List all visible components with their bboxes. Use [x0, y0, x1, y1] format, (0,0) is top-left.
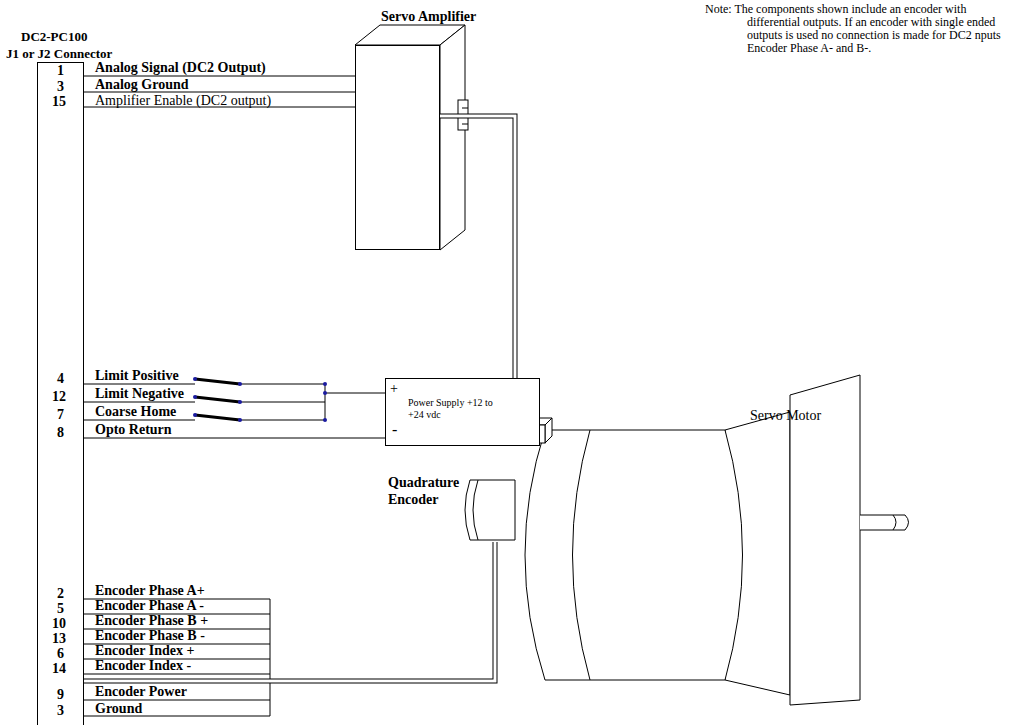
note-text: Note: The components shown include an en…	[705, 3, 1010, 55]
limit-switches	[84, 377, 385, 422]
signal-name: Limit Negative	[95, 386, 184, 401]
signal-name: Analog Ground	[95, 77, 189, 92]
pin-number: 10	[52, 616, 66, 631]
pin-number: 3	[57, 79, 64, 94]
connector-pin	[462, 124, 468, 125]
pin-number: 8	[57, 425, 64, 440]
pin-number: 4	[57, 371, 64, 386]
signal-name: Opto Return	[95, 422, 172, 437]
cable	[84, 542, 495, 681]
pin-number: 2	[57, 586, 64, 601]
pin-number: 12	[52, 389, 66, 404]
node-text: DC2-PC100	[21, 29, 87, 45]
signal-name: Amplifier Enable (DC2 output)	[95, 93, 271, 108]
signal-name: Ground	[95, 701, 142, 716]
signal-name: Encoder Power	[95, 684, 187, 699]
pin-number: 6	[57, 646, 64, 661]
signal-name: Encoder Index +	[95, 643, 195, 658]
amplifier-side	[440, 25, 465, 250]
signal-name: Coarse Home	[95, 404, 176, 419]
node-text: Power Supply +12 to +24 vdc	[408, 397, 498, 421]
signal-name: Encoder Phase B +	[95, 613, 208, 628]
node-text: Servo Motor	[750, 408, 821, 424]
signal-name: Limit Positive	[95, 368, 179, 383]
pin-number: 1	[57, 63, 64, 78]
servo-motor: Servo Motor	[510, 430, 725, 680]
pin-number: 7	[57, 407, 64, 422]
wire	[84, 438, 385, 439]
pin-number: 5	[57, 601, 64, 616]
pin-number: 15	[52, 94, 66, 109]
connector-pin	[462, 108, 468, 109]
pin-number: 14	[52, 661, 66, 676]
node-text: Servo Amplifier	[381, 9, 476, 25]
signal-name: Encoder Phase A -	[95, 598, 204, 613]
node-text: -	[392, 421, 397, 439]
node-text: +	[390, 381, 398, 397]
encoder-wires	[84, 599, 270, 716]
wire	[84, 76, 355, 77]
signal-name: Encoder Phase A+	[95, 583, 205, 598]
pin-number: 3	[57, 703, 64, 718]
signal-name: Encoder Index -	[95, 658, 191, 673]
node-text: J1 or J2 Connector	[6, 46, 112, 62]
quadrature-encoder: Quadrature Encoder	[462, 478, 518, 542]
pin-number: 9	[57, 687, 64, 702]
pin-number: 13	[52, 631, 66, 646]
node-text: Quadrature Encoder	[388, 474, 466, 508]
signal-name: Encoder Phase B -	[95, 628, 205, 643]
servo-amplifier: Servo Amplifier	[355, 45, 440, 250]
signal-name: Analog Signal (DC2 Output)	[95, 60, 266, 75]
power-supply: + Power Supply +12 to +24 vdc-	[385, 378, 540, 446]
